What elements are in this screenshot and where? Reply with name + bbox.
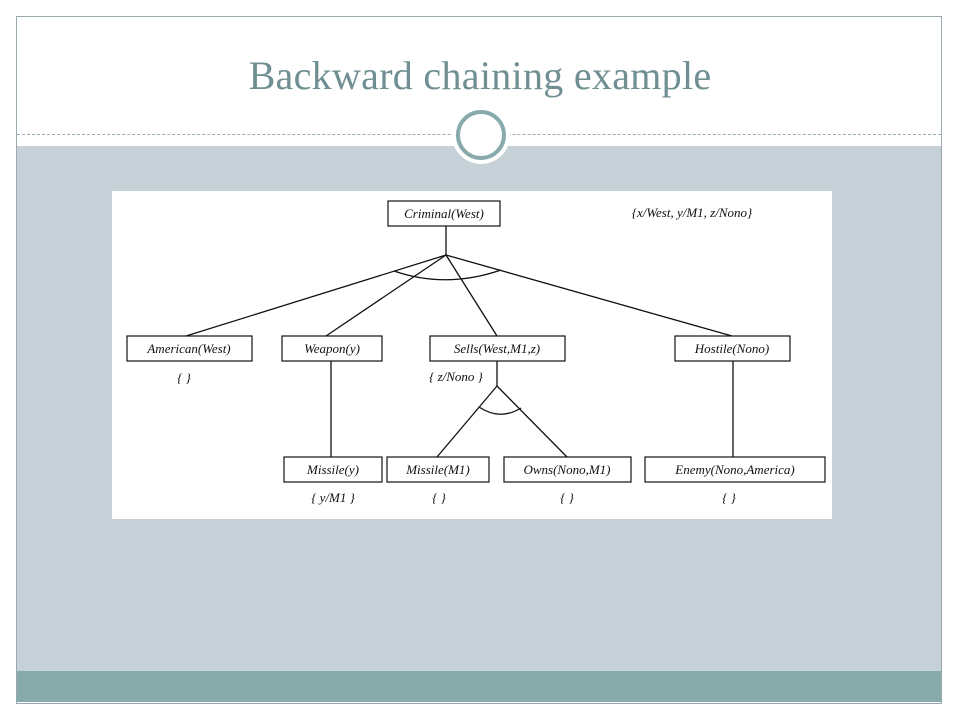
node-sells-box — [429, 335, 566, 362]
sub-owns: { } — [560, 490, 574, 505]
node-american: American(West) — [146, 341, 230, 356]
edge-root-weapon — [325, 254, 447, 337]
node-missile-y-box — [283, 456, 383, 483]
node-enemy-box — [644, 456, 826, 483]
node-american-box — [126, 335, 253, 362]
edge-root-hostile — [445, 254, 733, 337]
footer-band — [17, 671, 941, 702]
sub-american: { } — [177, 370, 191, 385]
circle-ornament-icon — [452, 106, 510, 164]
edge-root-american — [185, 254, 447, 337]
edge-root-sells — [445, 254, 498, 337]
node-missile-m1: Missile(M1) — [405, 462, 470, 477]
sub-missile-y: { y/M1 } — [311, 490, 355, 505]
node-enemy: Enemy(Nono,America) — [674, 462, 795, 477]
node-weapon: Weapon(y) — [304, 341, 360, 356]
sub-sells: { z/Nono } — [429, 369, 484, 384]
proof-tree-svg: Criminal(West) American(West) Weapon(y) … — [126, 200, 826, 505]
slide-title: Backward chaining example — [248, 53, 712, 98]
node-criminal: Criminal(West) — [404, 206, 484, 221]
node-owns-box — [503, 456, 632, 483]
node-sells: Sells(West,M1,z) — [454, 341, 540, 356]
node-missile-y: Missile(y) — [306, 462, 359, 477]
and-arc-sells — [478, 406, 522, 415]
sub-missile-m1: { } — [432, 490, 446, 505]
proof-tree-diagram: Criminal(West) American(West) Weapon(y) … — [112, 191, 832, 519]
node-weapon-box — [281, 335, 383, 362]
sub-enemy: { } — [722, 490, 736, 505]
and-arc-root — [393, 269, 502, 281]
node-hostile-box — [674, 335, 791, 362]
node-missile-m1-box — [386, 456, 490, 483]
node-owns: Owns(Nono,M1) — [523, 462, 610, 477]
edge-sells-owns — [496, 385, 568, 458]
node-criminal-box — [387, 200, 501, 227]
root-substitution: {x/West, y/M1, z/Nono} — [632, 205, 753, 220]
node-hostile: Hostile(Nono) — [694, 341, 769, 356]
edge-sells-missile — [436, 385, 498, 458]
